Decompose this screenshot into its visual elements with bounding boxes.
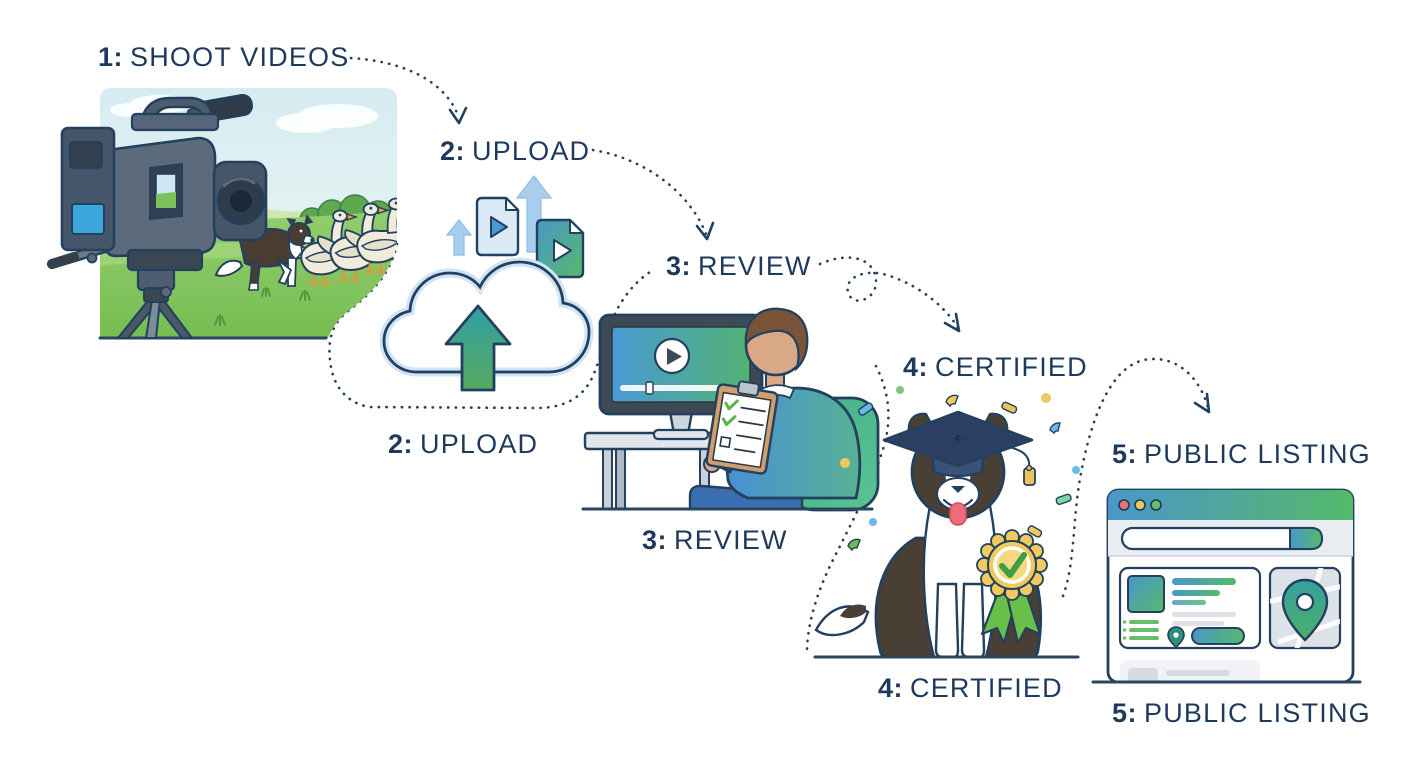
step-name: CERTIFIED [910,673,1063,703]
medal-icon [976,529,1048,645]
arrow-step2-step3 [591,148,708,236]
step-5-caption: 5:PUBLIC LISTING [1112,700,1371,727]
upload-scene [379,175,594,392]
shoot-videos-scene [47,88,397,340]
arrowhead-step2 [448,106,468,125]
step-number: 3: [666,251,692,281]
arrowhead-step3 [695,221,715,241]
arrowhead-step5 [1193,392,1211,414]
arrow-step3-step4 [818,256,960,330]
step-name: CERTIFIED [935,352,1088,382]
video-file-icon [535,218,585,279]
listing-card-muted [1120,660,1260,682]
public-listing-scene [1091,488,1362,684]
browser-header [1108,490,1353,520]
step-name: REVIEW [674,525,788,555]
browser-window-icon [1106,488,1355,684]
step-number: 5: [1112,698,1138,728]
step-number: 4: [878,673,904,703]
traffic-dots-icon [1118,499,1162,511]
video-camera-icon [60,93,268,272]
cloud-upload-icon [379,257,594,392]
step-name: UPLOAD [420,429,539,459]
graduate-dog-icon [814,410,1048,659]
certified-scene [813,386,1080,659]
step-name: PUBLIC LISTING [1144,698,1371,728]
clipboard-icon [705,380,779,475]
step-3-label: 3:REVIEW [666,253,812,280]
step-name: UPLOAD [472,136,591,166]
upload-arrow-icon [444,304,512,392]
arrow-step1-step2 [349,56,461,120]
cta-pill [1191,627,1245,645]
step-2-label: 2:UPLOAD [440,138,590,165]
review-scene [581,307,880,512]
video-file-icon [475,196,520,257]
arrowhead-step4 [943,312,961,333]
map-card [1268,566,1342,650]
step-4-caption: 4:CERTIFIED [878,675,1063,702]
step-number: 2: [388,429,414,459]
step-number: 3: [642,525,668,555]
step-1-label: 1:SHOOT VIDEOS [98,44,349,71]
step-number: 2: [440,136,466,166]
step-4-label: 4:CERTIFIED [903,354,1088,381]
confetti [840,386,1080,552]
graduation-cap-icon [882,410,1036,486]
step-2-caption: 2:UPLOAD [388,431,538,458]
step-3-caption: 3:REVIEW [642,527,788,554]
search-bar [1120,526,1324,551]
arrow-step4-step5 [1061,357,1210,598]
step-name: PUBLIC LISTING [1144,439,1371,469]
step-number: 4: [903,352,929,382]
listing-card [1118,566,1262,650]
step-name: SHOOT VIDEOS [130,42,350,72]
map-pin-icon [1281,578,1329,642]
step-number: 5: [1112,439,1138,469]
separator-review-certified [805,364,890,651]
step-5-label: 5:PUBLIC LISTING [1112,441,1371,468]
step-name: REVIEW [698,251,812,281]
step-number: 1: [98,42,124,72]
map-pin-icon [1167,626,1185,649]
